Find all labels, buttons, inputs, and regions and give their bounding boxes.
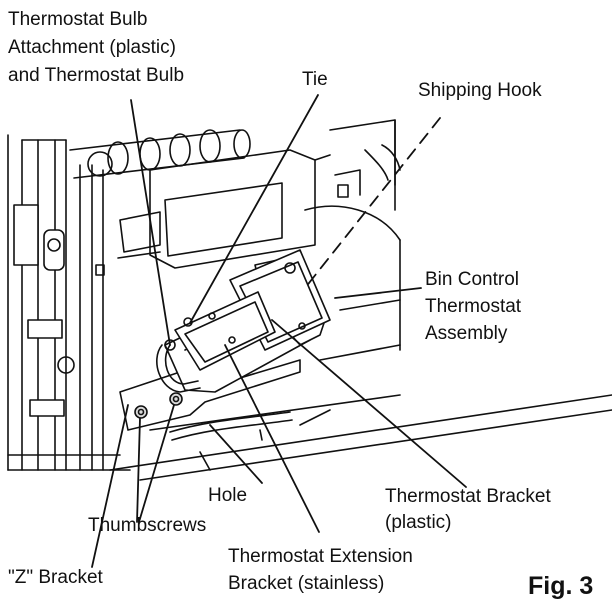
leader-thermostat-bracket <box>271 319 467 488</box>
thumbscrews <box>134 392 183 419</box>
leader-extension-bracket <box>224 344 320 533</box>
figure-number: Fig. 3 <box>528 572 594 600</box>
top-cylinder <box>69 129 251 179</box>
water-plate <box>117 149 331 269</box>
callout-lines <box>91 94 467 568</box>
leader-shipping-hook <box>304 117 441 289</box>
bulb-attachment <box>156 317 201 393</box>
cabinet-frame <box>7 134 131 471</box>
thermostat-bulb-label-line2: Attachment (plastic) <box>8 37 176 58</box>
bin-control-label-line1: Bin Control <box>425 269 519 290</box>
z-bracket-label: "Z" Bracket <box>8 567 103 588</box>
extension-bracket-label-line2: Bracket (stainless) <box>228 573 385 594</box>
thermostat-bulb-label-line3: and Thermostat Bulb <box>8 65 185 86</box>
bin-opening <box>109 394 612 481</box>
leader-bin-control <box>334 287 422 299</box>
extension-bracket-label-line1: Thermostat Extension <box>228 546 413 567</box>
bin-control-label-line2: Thermostat <box>425 296 522 317</box>
tie-label: Tie <box>302 69 328 90</box>
thermostat-bracket-label-line2: (plastic) <box>385 512 452 533</box>
thermostat-bulb-label-line1: Thermostat Bulb <box>8 9 148 30</box>
leader-bulb <box>130 99 171 346</box>
thumbscrews-label: Thumbscrews <box>88 515 207 536</box>
leader-tie <box>189 94 319 324</box>
bin-control-label-line3: Assembly <box>425 323 508 344</box>
leader-thumbscrew-1 <box>136 417 141 523</box>
shipping-hook-label: Shipping Hook <box>418 80 542 101</box>
hole-label: Hole <box>208 485 248 506</box>
thermostat-bracket <box>174 291 276 371</box>
leader-thumbscrew-2 <box>138 404 175 523</box>
leader-z-bracket <box>91 404 129 568</box>
leader-hole <box>209 424 263 484</box>
thermostat-bracket-label-line1: Thermostat Bracket <box>385 486 551 507</box>
right-frame <box>304 119 401 361</box>
